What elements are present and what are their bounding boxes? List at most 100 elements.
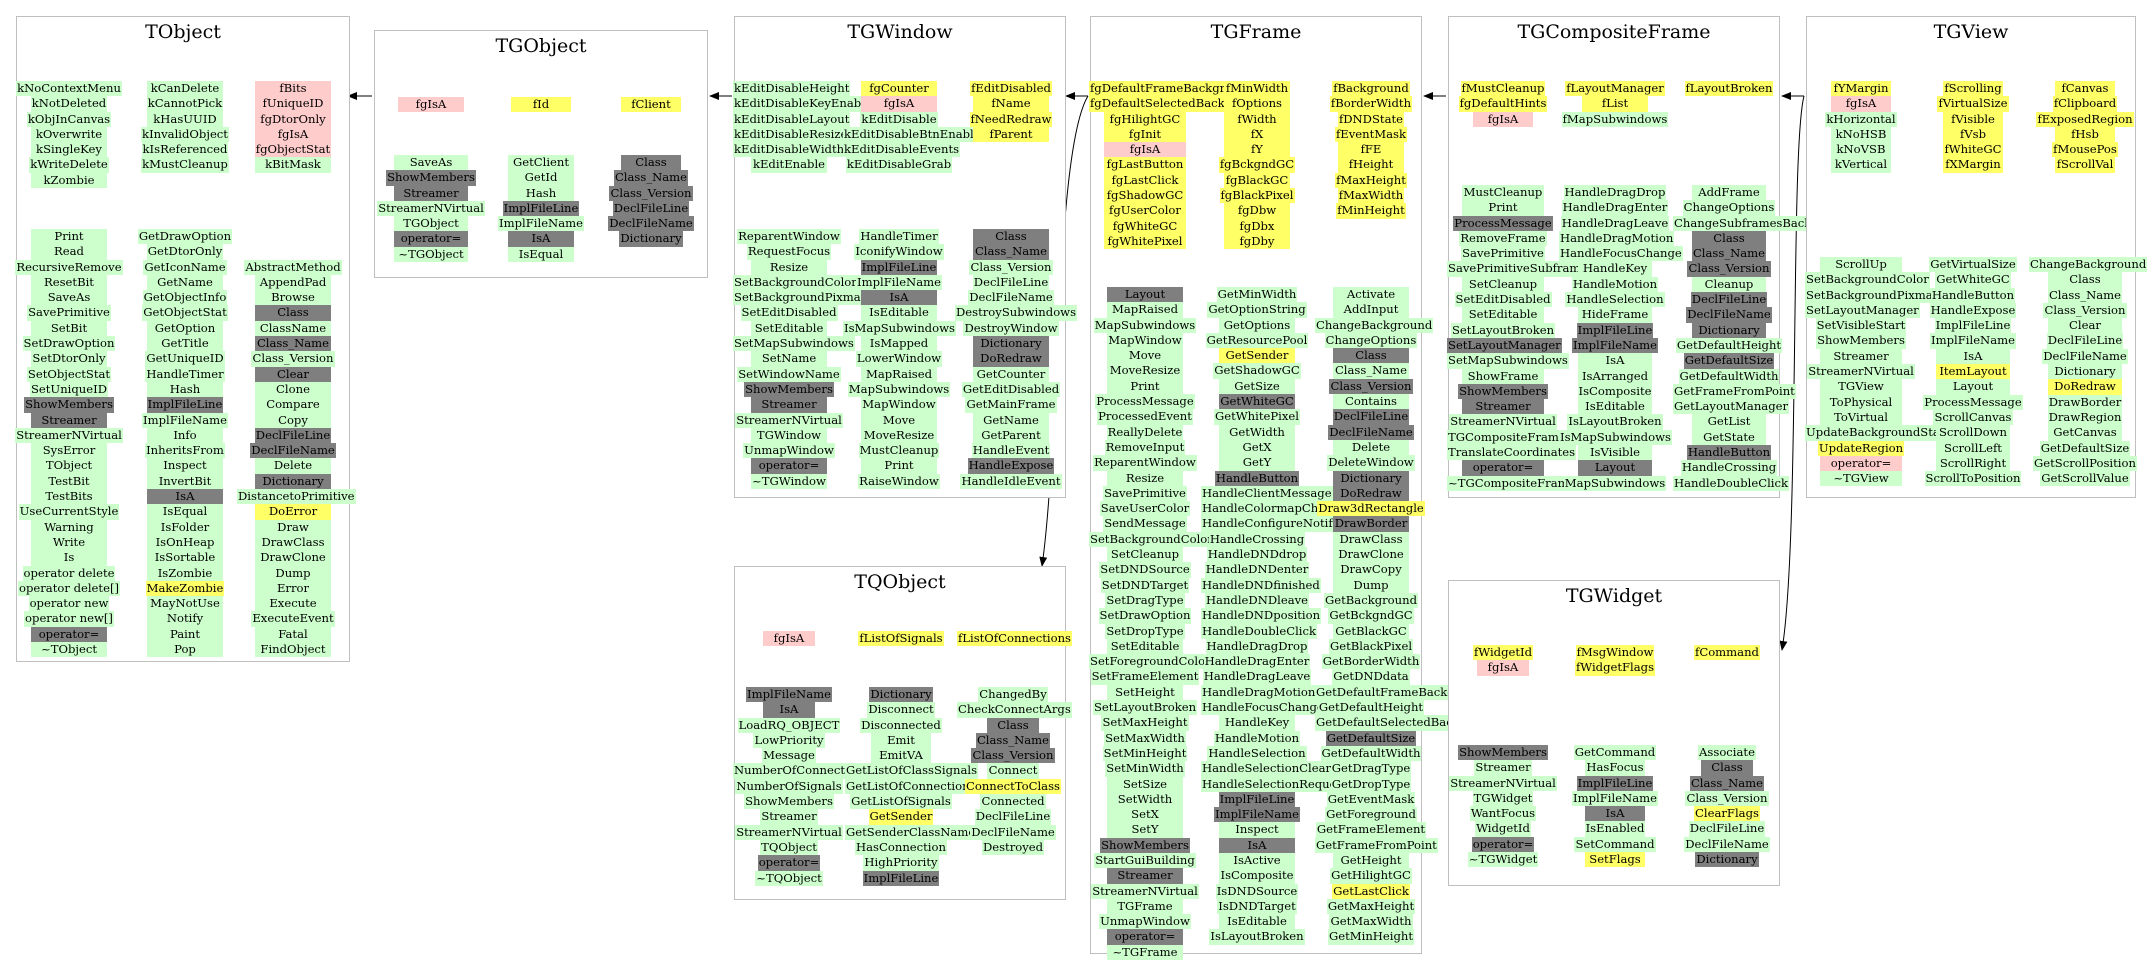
member-item: fClient [595,97,707,113]
member-item: fYMargin [1805,81,1917,97]
member-item: kOverwrite [13,126,125,143]
member-item: Disconnected [860,717,942,733]
member-item: ChangeSubframesBackground [1673,215,1855,231]
member-item: IsA [1559,353,1671,369]
member-item: HandleSelectionRequest [1201,776,1349,792]
member-item: UseCurrentStyle [18,504,120,520]
member-item: SetDragType [1105,592,1185,609]
member-item: IsEditable [843,305,955,321]
member-item: RaiseWindow [858,473,940,490]
member-item: Delete [1315,439,1427,456]
member-item: Streamer [1447,399,1559,415]
member-item: ClearFlags [1694,806,1760,822]
member-item: fId [485,97,597,113]
member-item: fY [1201,142,1313,158]
member-column: fListOfConnections [957,631,1073,647]
member-item: IsA [129,489,241,505]
member-item: ClassName [237,320,349,337]
member-item: fX [1201,126,1313,143]
member-item: Execute [237,596,349,612]
member-item: kMustCleanup [141,157,229,173]
member-item: DeclFileLine [1688,821,1766,837]
member-item: kEditDisableKeyEnable [733,96,873,112]
member-item: HideFrame [1559,307,1671,323]
member-item: ImplFileName [498,216,584,232]
member-item: ShowMembers [744,381,834,398]
member-item: SetDrawOption [22,336,116,352]
member-item: Connect [986,763,1040,779]
member-item: HandleClientMessage [1201,485,1333,502]
edge-tgview-tgwidget [1779,95,1805,651]
member-item: SetMaxWidth [1104,730,1186,746]
member-item: GetIconName [143,259,227,275]
member-item: ImplFileLine [146,397,224,413]
member-item: SetMapSubwindows [733,336,855,352]
member-item: DeclFileName [250,443,336,459]
member-item: HandleColormapChange [1201,501,1348,517]
member-item: fMapSubwindows [1561,111,1669,127]
member-item: SetHeight [1089,684,1201,701]
member-item: EmitVA [845,748,957,764]
member-item: fgBlackPixel [1219,188,1295,204]
member-item: GetDefaultHeight [1675,337,1783,354]
member-item: DestroyWindow [963,320,1059,337]
member-item: Move [1089,348,1201,364]
member-item: fDNDState [1337,111,1405,127]
member-item: Print [13,229,125,245]
member-item: GetListOfSignals [850,794,952,810]
member-item: TObject [13,458,125,474]
member-item: SetDNDSource [1099,562,1191,578]
member-item: operator delete [22,565,116,581]
member-item: ImplFileName [856,274,942,291]
member-item: Compare [237,397,349,413]
member-item: kEditDisableGrab [845,157,953,173]
member-item: WantFocus [1469,806,1537,822]
member-item: fName [955,96,1067,112]
member-item: DeclFileName [1328,424,1414,440]
member-item: InheritsFrom [145,443,225,459]
member-item: fMsgWindow [1575,645,1655,661]
member-item: HandleCrossing [1208,531,1306,548]
member-item: Streamer [733,397,845,413]
class-title: TGWindow [847,21,953,43]
member-item: HandleConfigureNotify [1201,516,1341,532]
member-item: GetDragType [1330,761,1412,777]
member-item: fMustCleanup [1460,81,1546,97]
member-item: DeclFileName [608,216,694,232]
member-item: Delete [237,458,349,474]
member-item: fExposedRegion [2036,111,2134,127]
member-item: GetDrawOption [137,229,233,245]
member-item: Info [129,427,241,444]
member-item: fgLastButton [1089,157,1201,173]
member-item: DistancetoPrimitive [237,489,356,505]
member-item: Layout [1089,287,1201,303]
member-item: GetShadowGC [1213,363,1301,379]
member-item: ~TGFrame [1089,944,1201,961]
member-item: GetFrameFromPoint [1673,383,1796,400]
member-item: ImplFileName [1930,333,2016,349]
member-item: Dump [237,565,349,581]
member-item: fWidgetId [1472,645,1534,661]
member-item: Clear [237,366,349,382]
member-item: GetVirtualSize [1929,257,2017,273]
member-item: GetBorderWidth [1321,654,1421,670]
member-item: operator new [28,596,110,612]
member-item: ImplFileLine [1576,775,1654,791]
member-item: kCannotPick [146,96,224,112]
member-item: ChangedBy [978,687,1048,703]
member-item: fgIsA [843,96,955,112]
member-item: fgWhitePixel [1089,233,1201,250]
member-item: GetSender [1201,348,1313,364]
member-column: fId [485,97,597,113]
member-item: ~TGObject [375,246,487,263]
member-item: ImplFileLine [1934,318,2012,334]
